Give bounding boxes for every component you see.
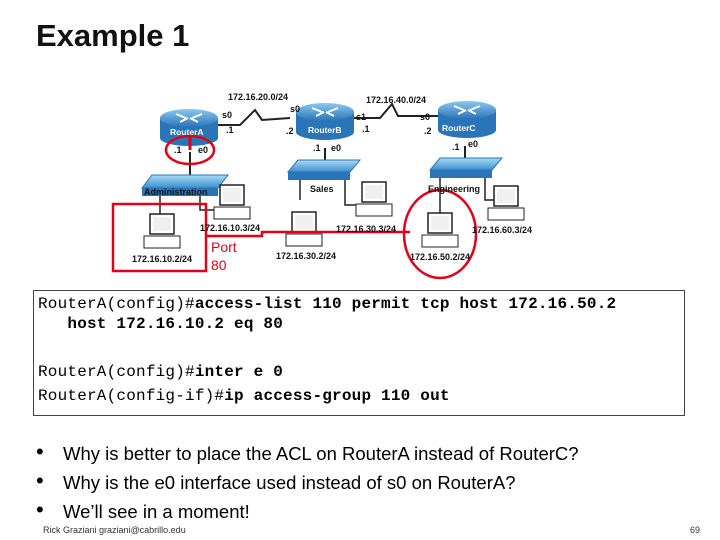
network-diagram: RouterA RouterB RouterC <box>111 92 532 280</box>
source-host-highlight <box>111 202 208 273</box>
lan-label-eng: Engineering <box>428 184 480 194</box>
host-ip: 172.16.10.2/24 <box>132 254 192 264</box>
pc-admin-1 <box>213 184 251 220</box>
svg-text:s1: s1 <box>356 112 366 122</box>
host-ip: 172.16.30.3/24 <box>336 224 396 234</box>
svg-text:s0: s0 <box>420 112 430 122</box>
svg-text:.1: .1 <box>362 124 370 134</box>
svg-text:.2: .2 <box>424 126 432 136</box>
dest-host-highlight <box>402 188 478 280</box>
network-label-n1: 172.16.20.0/24 <box>228 92 288 102</box>
cli-line-3: RouterA(config)#inter e 0 <box>38 363 284 381</box>
network-label-n2: 172.16.40.0/24 <box>366 95 426 105</box>
svg-text:e0: e0 <box>198 145 208 155</box>
router-c-label: RouterC <box>442 123 476 133</box>
svg-text:e0: e0 <box>331 143 341 153</box>
serial-link-a-b <box>210 108 291 126</box>
page-number: 69 <box>690 525 701 535</box>
serial-link-b-c <box>350 102 440 119</box>
router-b: RouterB <box>296 103 354 140</box>
port-number: 80 <box>211 257 227 273</box>
cli-config-box: RouterA(config)#access-list 110 permit t… <box>33 290 685 416</box>
traffic-path-line <box>205 230 410 238</box>
router-c: RouterC <box>438 101 496 138</box>
svg-text:.1: .1 <box>174 145 182 155</box>
svg-text:s0: s0 <box>290 104 300 114</box>
svg-text:e0: e0 <box>468 139 478 149</box>
svg-text:s0: s0 <box>222 110 232 120</box>
svg-text:.1: .1 <box>226 125 234 135</box>
switch-admin <box>140 174 230 196</box>
pc-sales-2 <box>285 211 323 247</box>
pc-eng-1 <box>487 185 525 221</box>
host-ip: 172.16.10.3/24 <box>200 223 260 233</box>
lan-label-admin: Administration <box>144 187 208 197</box>
svg-text:.1: .1 <box>452 142 460 152</box>
host-ip: 172.16.60.3/24 <box>472 225 532 235</box>
port-label: Port <box>211 239 237 255</box>
router-b-label: RouterB <box>308 125 342 135</box>
host-ip: 172.16.30.2/24 <box>276 251 336 261</box>
lan-label-sales: Sales <box>310 184 334 194</box>
footer-author: Rick Graziani graziani@cabrillo.edu <box>43 525 186 535</box>
pc-admin-2 <box>143 213 181 249</box>
bullet-icon: • <box>36 468 44 493</box>
bullet-icon: • <box>36 439 44 464</box>
pc-sales-1 <box>355 181 393 217</box>
host-ip: 172.16.50.2/24 <box>410 252 470 262</box>
slide-title: Example 1 <box>36 18 190 53</box>
router-a-label: RouterA <box>170 127 204 137</box>
switch-sales <box>286 159 362 180</box>
cli-line-4: RouterA(config-if)#ip access-group 110 o… <box>38 387 450 405</box>
bullet-icon: • <box>36 497 44 522</box>
switch-eng <box>428 157 504 178</box>
svg-text:.1: .1 <box>313 143 321 153</box>
cli-line-2: host 172.16.10.2 eq 80 <box>38 315 284 333</box>
cli-line-1: RouterA(config)#access-list 110 permit t… <box>38 295 617 313</box>
svg-text:.2: .2 <box>286 126 294 136</box>
pc-eng-2 <box>421 212 459 248</box>
